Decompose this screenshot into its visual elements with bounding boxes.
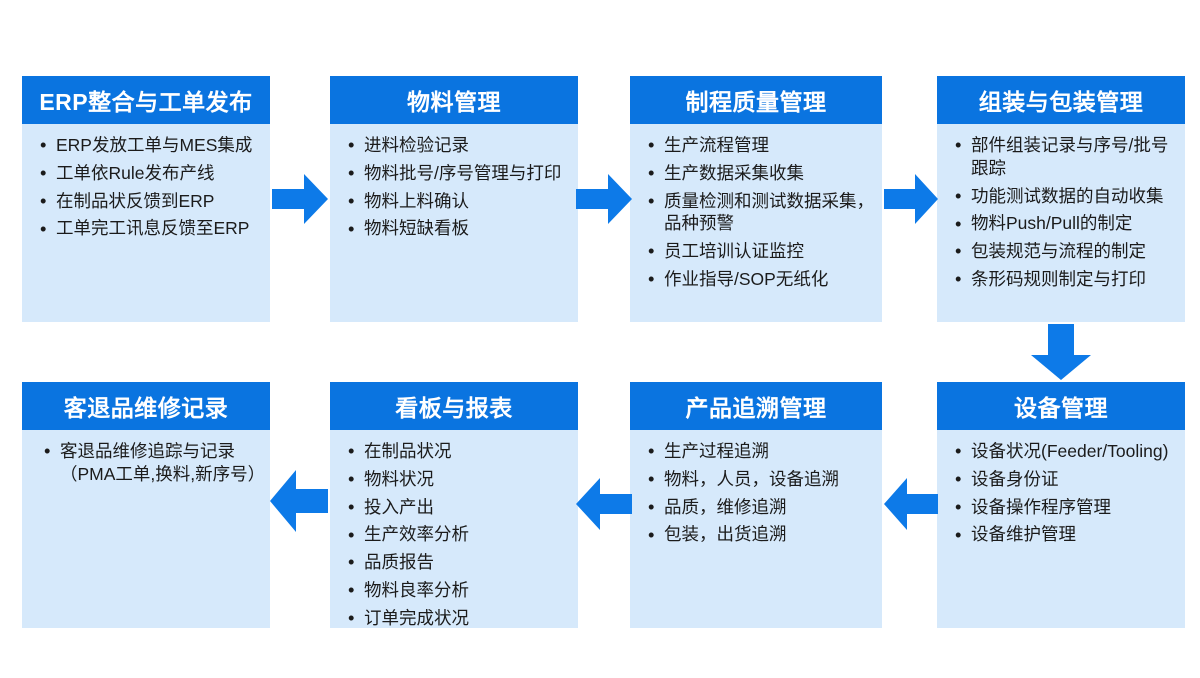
- flow-box-item: 设备操作程序管理: [955, 495, 1177, 519]
- flow-box-body: ERP发放工单与MES集成工单依Rule发布产线在制品状反馈到ERP 工单完工讯息…: [22, 124, 270, 322]
- flow-box-item: 物料上料确认: [348, 189, 570, 213]
- flow-box-item: 部件组装记录与序号/批号跟踪: [955, 133, 1177, 180]
- flow-box-item: 功能测试数据的自动收集: [955, 184, 1177, 208]
- flow-box-item: 生产流程管理: [648, 133, 874, 157]
- flow-box-item: 员工培训认证监控: [648, 239, 874, 263]
- flow-box-item: 条形码规则制定与打印: [955, 267, 1177, 291]
- flow-box-item: 品质，维修追溯: [648, 495, 874, 519]
- flow-box-item: 生产效率分析: [348, 523, 570, 547]
- flow-box-item: 在制品状况: [348, 439, 570, 463]
- flow-box-item: 品质报告: [348, 550, 570, 574]
- flow-box-title: 看板与报表: [330, 382, 578, 430]
- flow-box-item-list: 部件组装记录与序号/批号跟踪功能测试数据的自动收集物料Push/Pull的制定包…: [945, 133, 1177, 291]
- flow-box-erp-integration[interactable]: ERP整合与工单发布 ERP发放工单与MES集成工单依Rule发布产线在制品状反…: [22, 76, 270, 322]
- arrow-right-icon-quality-to-assembly: [884, 174, 938, 224]
- flow-box-item: 工单完工讯息反馈至ERP: [40, 217, 262, 241]
- flow-box-title: 客退品维修记录: [22, 382, 270, 430]
- flow-box-item: 订单完成状况: [348, 606, 570, 630]
- arrow-down-icon-assembly-to-equipment: [1031, 324, 1091, 380]
- flow-box-item-list: 生产过程追溯物料，人员，设备追溯品质，维修追溯包装，出货追溯: [638, 439, 874, 547]
- flow-box-item-list: ERP发放工单与MES集成工单依Rule发布产线在制品状反馈到ERP 工单完工讯息…: [30, 133, 262, 241]
- flow-box-item: 设备维护管理: [955, 523, 1177, 547]
- flow-box-title: 设备管理: [937, 382, 1185, 430]
- flow-box-item: 物料Push/Pull的制定: [955, 212, 1177, 236]
- flow-box-item: 作业指导/SOP无纸化: [648, 267, 874, 291]
- flow-box-item: 物料状况: [348, 467, 570, 491]
- arrow-right-icon-material-to-quality: [576, 174, 632, 224]
- flow-box-item: 物料短缺看板: [348, 217, 570, 241]
- flow-box-item-list: 客退品维修追踪与记录（PMA工单,换料,新序号）: [30, 439, 265, 486]
- flow-box-process-quality-management[interactable]: 制程质量管理 生产流程管理生产数据采集收集质量检测和测试数据采集，品种预警员工培…: [630, 76, 882, 322]
- flow-box-title: 物料管理: [330, 76, 578, 124]
- flow-box-body: 部件组装记录与序号/批号跟踪功能测试数据的自动收集物料Push/Pull的制定包…: [937, 124, 1185, 322]
- arrow-left-icon-equipment-to-traceability: [884, 478, 938, 530]
- flow-box-body: 在制品状况物料状况投入产出生产效率分析品质报告物料良率分析订单完成状况: [330, 430, 578, 640]
- flow-box-title: 制程质量管理: [630, 76, 882, 124]
- flow-box-assembly-packaging-management[interactable]: 组装与包装管理 部件组装记录与序号/批号跟踪功能测试数据的自动收集物料Push/…: [937, 76, 1185, 322]
- flow-box-item-list: 在制品状况物料状况投入产出生产效率分析品质报告物料良率分析订单完成状况: [338, 439, 570, 630]
- flow-box-body: 生产过程追溯物料，人员，设备追溯品质，维修追溯包装，出货追溯: [630, 430, 882, 628]
- flow-box-product-traceability-management[interactable]: 产品追溯管理 生产过程追溯物料，人员，设备追溯品质，维修追溯包装，出货追溯: [630, 382, 882, 628]
- flow-box-item: 物料批号/序号管理与打印: [348, 161, 570, 185]
- arrow-left-icon-traceability-to-kanban: [576, 478, 632, 530]
- arrow-left-icon-kanban-to-return: [270, 470, 328, 532]
- flow-box-body: 进料检验记录物料批号/序号管理与打印物料上料确认物料短缺看板: [330, 124, 578, 322]
- flow-box-customer-return-repair-record[interactable]: 客退品维修记录 客退品维修追踪与记录（PMA工单,换料,新序号）: [22, 382, 270, 628]
- flow-box-title: 组装与包装管理: [937, 76, 1185, 124]
- flow-box-item-list: 进料检验记录物料批号/序号管理与打印物料上料确认物料短缺看板: [338, 133, 570, 241]
- flow-box-item: 客退品维修追踪与记录（PMA工单,换料,新序号）: [44, 439, 265, 486]
- flow-box-item: 进料检验记录: [348, 133, 570, 157]
- flow-box-item: 物料，人员，设备追溯: [648, 467, 874, 491]
- flow-box-body: 客退品维修追踪与记录（PMA工单,换料,新序号）: [22, 430, 270, 628]
- flow-box-title: 产品追溯管理: [630, 382, 882, 430]
- flow-box-item: 投入产出: [348, 495, 570, 519]
- flow-box-item-list: 生产流程管理生产数据采集收集质量检测和测试数据采集，品种预警员工培训认证监控作业…: [638, 133, 874, 291]
- flow-box-item: 物料良率分析: [348, 578, 570, 602]
- flow-box-item: 生产数据采集收集: [648, 161, 874, 185]
- flow-box-item: 包装，出货追溯: [648, 523, 874, 547]
- flow-box-body: 生产流程管理生产数据采集收集质量检测和测试数据采集，品种预警员工培训认证监控作业…: [630, 124, 882, 322]
- flow-box-equipment-management[interactable]: 设备管理 设备状况(Feeder/Tooling) 设备身份证设备操作程序管理设备…: [937, 382, 1185, 628]
- flow-box-item: 质量检测和测试数据采集，品种预警: [648, 189, 874, 236]
- flow-box-item: 工单依Rule发布产线: [40, 161, 262, 185]
- flow-box-item: 设备身份证: [955, 467, 1177, 491]
- flow-box-material-management[interactable]: 物料管理 进料检验记录物料批号/序号管理与打印物料上料确认物料短缺看板: [330, 76, 578, 322]
- arrow-right-icon-erp-to-material: [272, 174, 328, 224]
- flow-box-item: 生产过程追溯: [648, 439, 874, 463]
- flow-box-item: ERP发放工单与MES集成: [40, 133, 262, 157]
- flow-box-item-list: 设备状况(Feeder/Tooling) 设备身份证设备操作程序管理设备维护管理: [945, 439, 1177, 547]
- flow-box-item: 在制品状反馈到ERP: [40, 189, 262, 213]
- flow-box-item: 包装规范与流程的制定: [955, 239, 1177, 263]
- flow-box-body: 设备状况(Feeder/Tooling) 设备身份证设备操作程序管理设备维护管理: [937, 430, 1185, 628]
- flow-box-kanban-and-reports[interactable]: 看板与报表 在制品状况物料状况投入产出生产效率分析品质报告物料良率分析订单完成状…: [330, 382, 578, 629]
- flow-box-title: ERP整合与工单发布: [22, 76, 270, 124]
- flow-box-item: 设备状况(Feeder/Tooling): [955, 439, 1177, 463]
